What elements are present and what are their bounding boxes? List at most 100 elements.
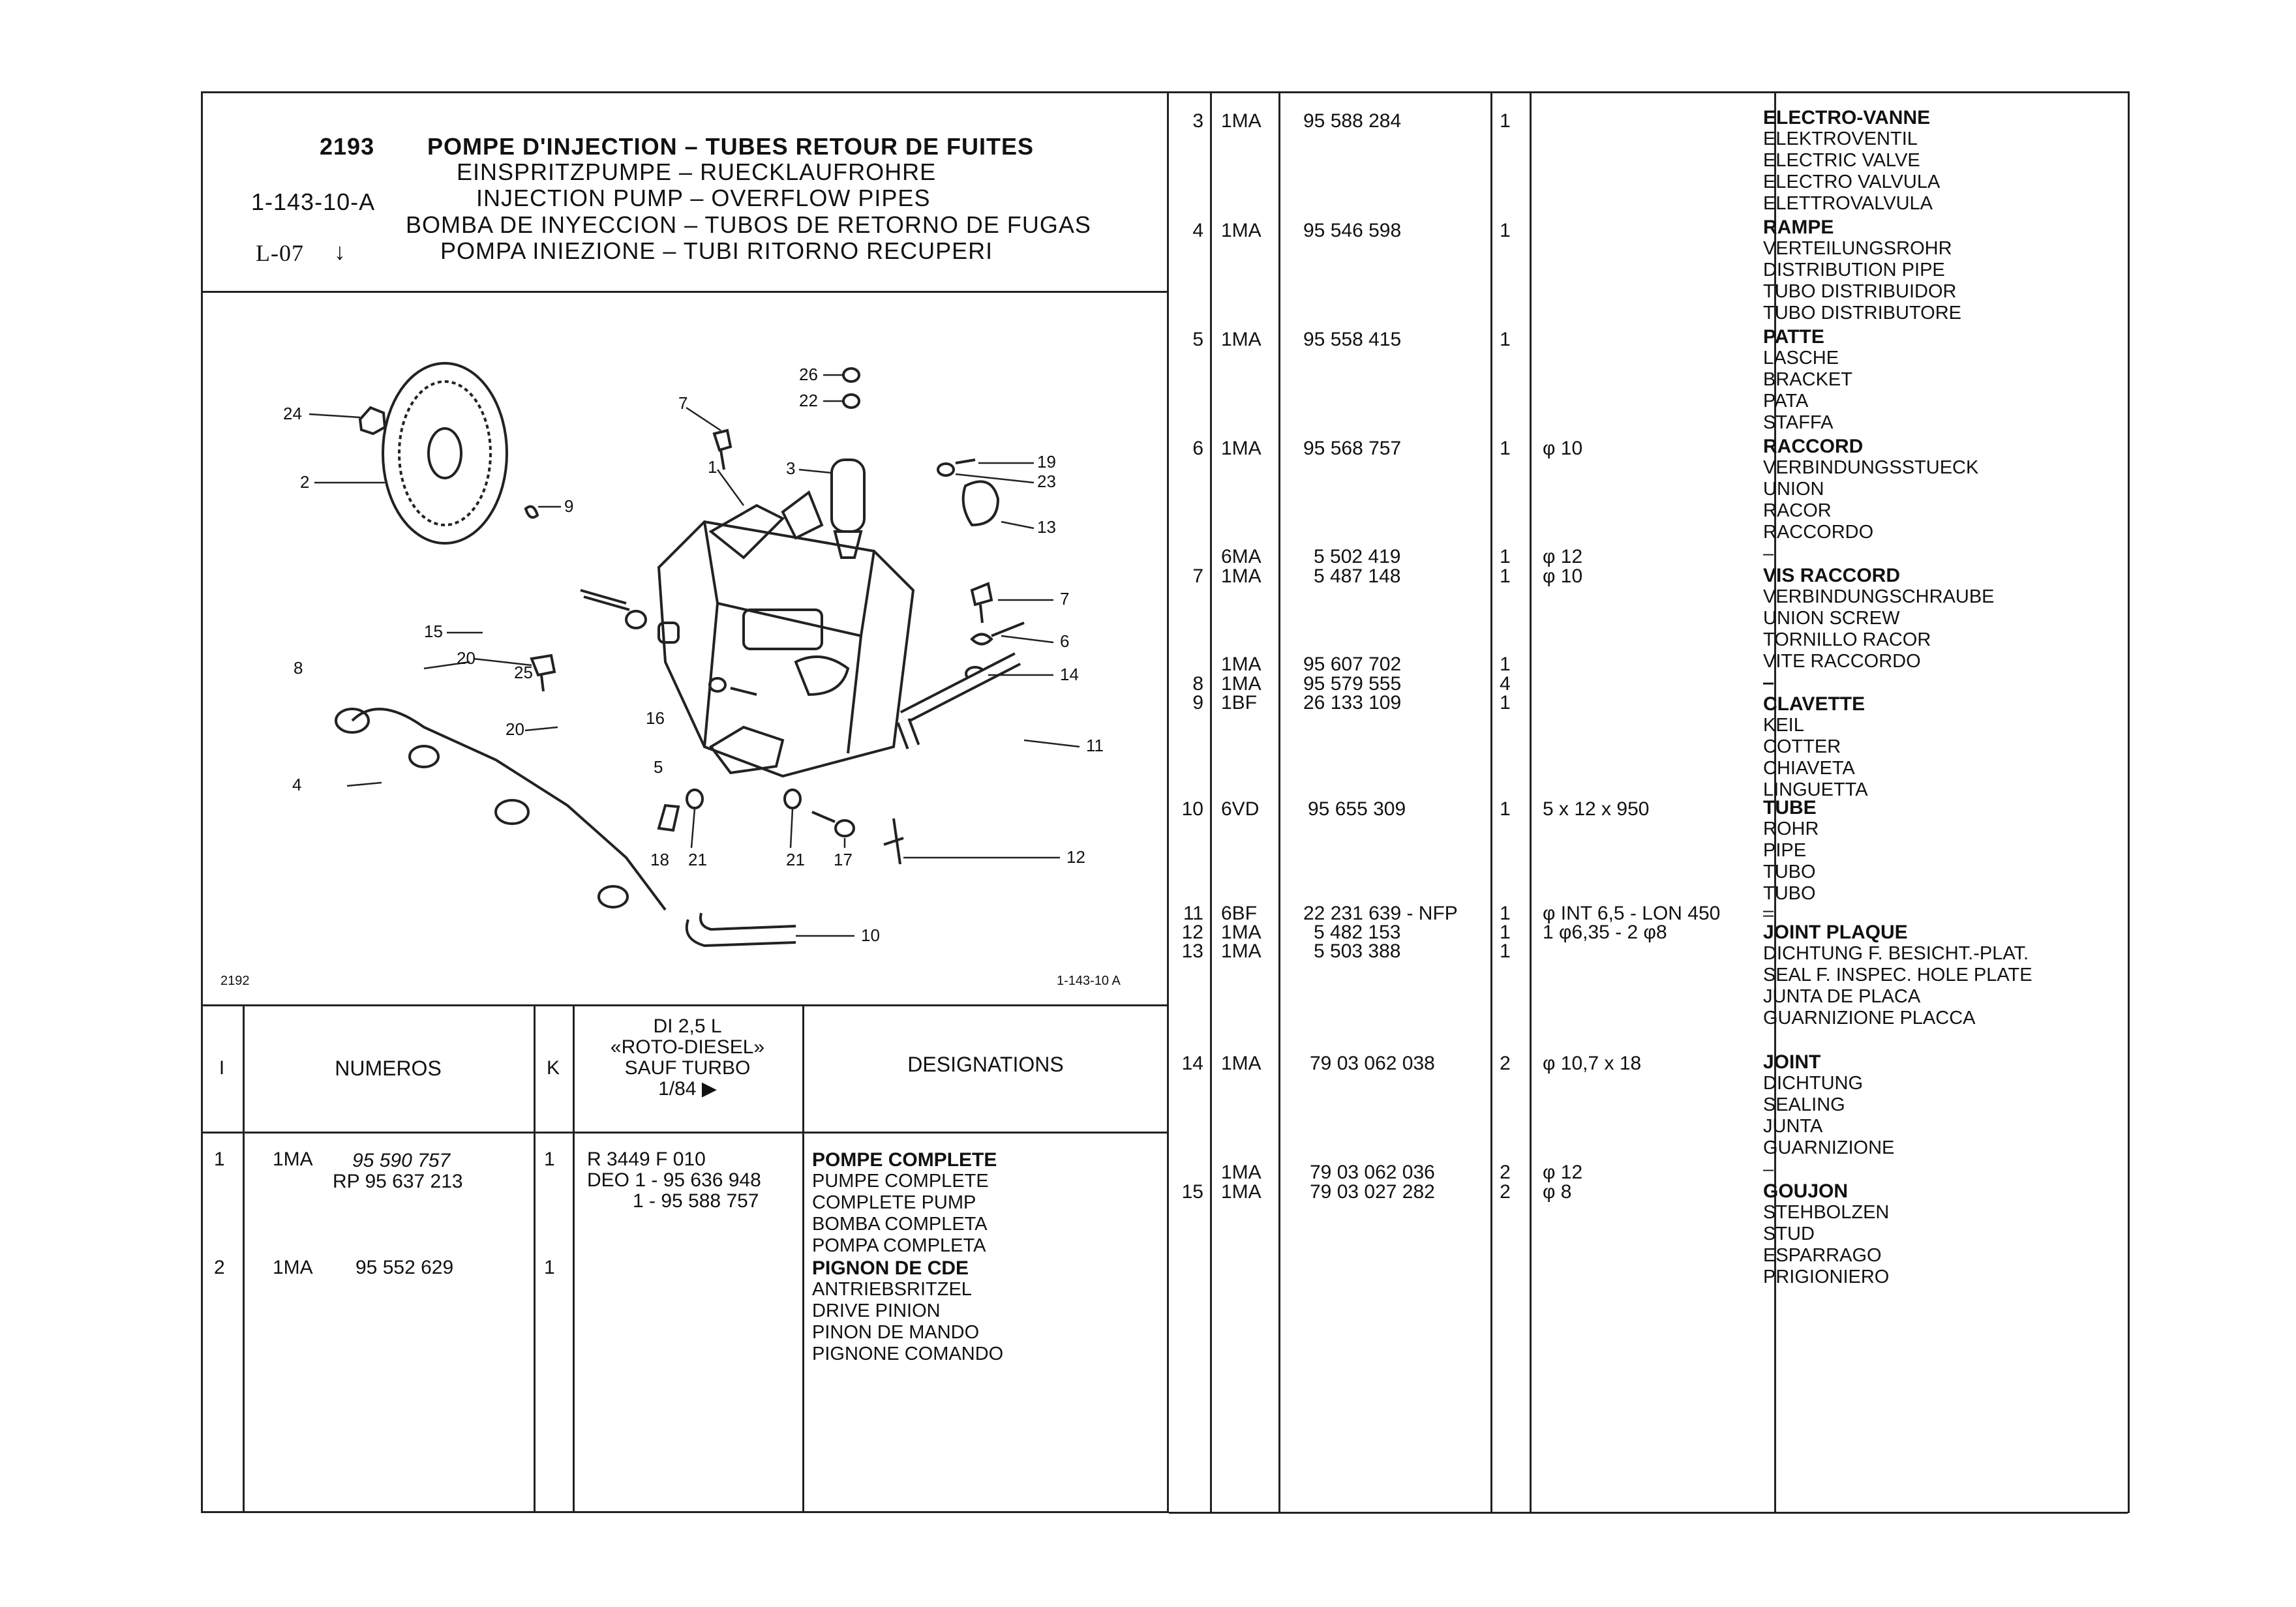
- row-number: 5 503 388: [1314, 940, 1401, 962]
- title-fr: POMPE D'INJECTION – TUBES RETOUR DE FUIT…: [427, 133, 1035, 160]
- row-code: 1BF: [1221, 692, 1258, 713]
- col-divider: [1490, 91, 1492, 1513]
- row-k: 1: [1500, 798, 1511, 820]
- callout-19: 19: [1037, 452, 1056, 472]
- callout-8: 8: [294, 658, 303, 678]
- row-designation: VIS RACCORD VERBINDUNGSCHRAUBE UNION SCR…: [1763, 565, 1995, 693]
- row-code: 1MA: [1221, 438, 1261, 459]
- title-es: BOMBA DE INYECCION – TUBOS DE RETORNO DE…: [406, 211, 1091, 238]
- reference-code: 1-143-10-A: [251, 188, 376, 215]
- row-k: 1: [544, 1257, 555, 1278]
- row-index: 7: [1192, 565, 1203, 587]
- row-spec: φ 12: [1543, 1162, 1583, 1183]
- row-k: 2: [1500, 1162, 1511, 1183]
- row-index: 13: [1181, 940, 1203, 962]
- callout-4: 4: [292, 775, 301, 794]
- row-designation: RAMPE VERTEILUNGSROHR DISTRIBUTION PIPE …: [1763, 217, 1961, 323]
- row-designation: PIGNON DE CDE ANTRIEBSRITZEL DRIVE PINIO…: [812, 1257, 1004, 1364]
- row-number: 95 579 555: [1303, 673, 1402, 695]
- col-header-index: I: [219, 1057, 225, 1079]
- diagram-page-ref: 2192: [220, 974, 250, 988]
- row-k: 1: [1500, 565, 1511, 587]
- pump-diagram-svg: 26 22 24 7 3 19 23 2 1 9 13 7 15 20 6 8 …: [283, 362, 1104, 948]
- page-number: 2193: [320, 133, 375, 160]
- row-numbers: 95 590 757 RP 95 637 213: [333, 1150, 463, 1192]
- row-number: 95 568 757: [1303, 438, 1402, 459]
- callout-1: 1: [708, 457, 717, 477]
- row-code: 6BF: [1221, 903, 1258, 924]
- row-spec: φ 10: [1543, 565, 1583, 587]
- row-spec: φ 8: [1543, 1181, 1572, 1203]
- title-de: EINSPRITZPUMPE – RUECKLAUFROHRE: [457, 158, 937, 185]
- exploded-diagram: 26 22 24 7 3 19 23 2 1 9 13 7 15 20 6 8 …: [209, 297, 1161, 998]
- callout-20: 20: [457, 648, 476, 668]
- callout-14: 14: [1060, 665, 1079, 684]
- row-k: 1: [1500, 940, 1511, 962]
- table-header-rule: [201, 1132, 1169, 1134]
- row-number: 79 03 062 036: [1310, 1162, 1435, 1183]
- callout-24: 24: [283, 404, 302, 423]
- row-designation: GOUJON STEHBOLZEN STUD ESPARRAGO PRIGION…: [1763, 1180, 1890, 1287]
- left-panel: [201, 91, 1169, 1513]
- row-spec: φ 10,7 x 18: [1543, 1053, 1642, 1074]
- row-code: 1MA: [273, 1257, 313, 1278]
- row-index: 1: [214, 1149, 225, 1170]
- row-k: 1: [1500, 329, 1511, 350]
- row-code: 1MA: [1221, 922, 1261, 943]
- callout-18: 18: [650, 850, 669, 869]
- row-index: 2: [214, 1257, 225, 1278]
- row-spec: φ 12: [1543, 546, 1583, 567]
- callout-21b: 21: [786, 850, 805, 869]
- right-table-top: [1169, 91, 2128, 93]
- level-code: L-07: [256, 240, 304, 266]
- col-divider: [1210, 91, 1212, 1513]
- row-index: 12: [1181, 922, 1203, 943]
- callout-6: 6: [1060, 631, 1069, 651]
- callout-10: 10: [861, 925, 880, 945]
- row-number: 79 03 062 038: [1310, 1053, 1435, 1074]
- row-k: 1: [1500, 922, 1511, 943]
- col-header-k: K: [546, 1057, 560, 1079]
- row-k: 2: [1500, 1181, 1511, 1203]
- col-divider: [1774, 91, 1776, 1513]
- diagram-figure-ref: 1-143-10 A: [1057, 974, 1121, 988]
- row-number: 22 231 639 - NFP: [1303, 903, 1458, 924]
- callout-22: 22: [799, 391, 818, 410]
- nut-shape: [358, 406, 387, 436]
- callout-26: 26: [799, 365, 818, 384]
- row-k: 1: [1500, 903, 1511, 924]
- row-k: 1: [1500, 692, 1511, 713]
- col-header-designations: DESIGNATIONS: [907, 1053, 1064, 1076]
- row-number: 5 482 153: [1314, 922, 1401, 943]
- row-number: 95 558 415: [1303, 329, 1402, 350]
- row-index: 4: [1192, 220, 1203, 241]
- row-k: 1: [1500, 220, 1511, 241]
- callout-7b: 7: [1060, 589, 1069, 608]
- callout-17: 17: [834, 850, 853, 869]
- key-shape: [524, 505, 539, 519]
- row-index: 15: [1181, 1181, 1203, 1203]
- callout-23: 23: [1037, 472, 1056, 491]
- row-designation: RACCORD VERBINDUNGSSTUECK UNION RACOR RA…: [1763, 436, 1979, 564]
- row-code: 6MA: [1221, 546, 1261, 567]
- row-k: 1: [1500, 653, 1511, 675]
- callout-25: 25: [514, 663, 533, 682]
- row-code: 1MA: [1221, 110, 1261, 132]
- row-index: 6: [1192, 438, 1203, 459]
- row-designation: JOINT DICHTUNG SEALING JUNTA GUARNIZIONE…: [1763, 1051, 1895, 1180]
- row-k: 1: [1500, 110, 1511, 132]
- row-code: 1MA: [1221, 673, 1261, 695]
- row-index: 9: [1192, 692, 1203, 713]
- col-divider: [1530, 91, 1532, 1513]
- callout-12: 12: [1066, 847, 1085, 867]
- row-code: 1MA: [1221, 940, 1261, 962]
- row-model: R 3449 F 010 DEO 1 - 95 636 948 1 - 95 5…: [587, 1149, 761, 1212]
- row-number: 95 546 598: [1303, 220, 1402, 241]
- row-index: 11: [1183, 903, 1203, 924]
- row-number: 95 588 284: [1303, 110, 1402, 132]
- pump-body-shape: [657, 520, 915, 778]
- col-header-model: DI 2,5 L «ROTO-DIESEL» SAUF TURBO 1/84 ▶: [610, 1015, 765, 1100]
- callout-13: 13: [1037, 517, 1056, 537]
- callout-21: 21: [688, 850, 707, 869]
- callout-9: 9: [564, 496, 573, 516]
